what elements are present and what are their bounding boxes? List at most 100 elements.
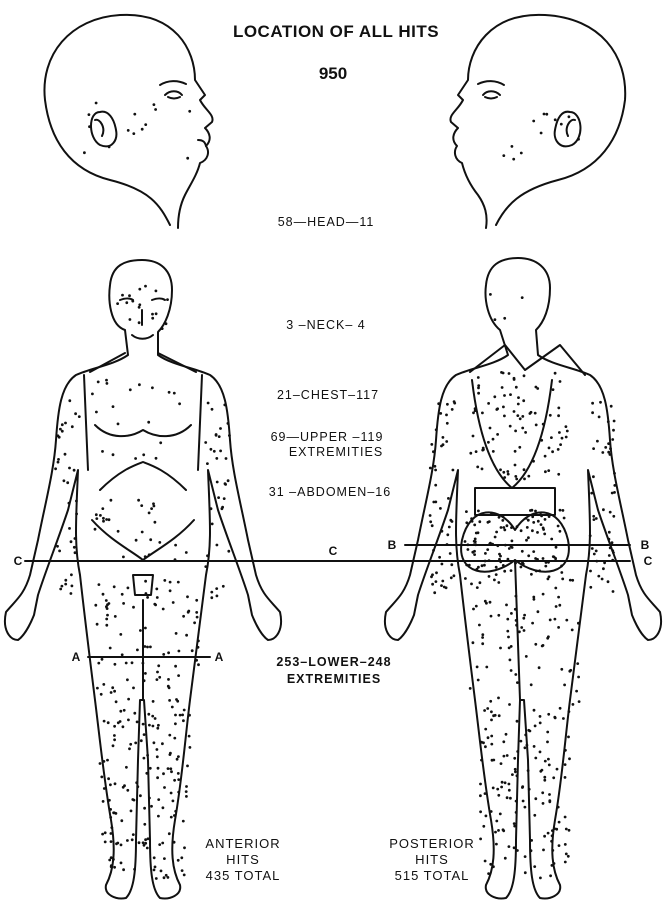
hit-dot — [148, 724, 151, 727]
hit-dot — [577, 676, 580, 679]
hit-dot — [168, 734, 171, 737]
hit-dot — [479, 794, 482, 797]
hit-dot — [522, 800, 525, 803]
hit-dot — [103, 787, 106, 790]
hit-dot — [497, 794, 500, 797]
hit-dot — [552, 776, 555, 779]
hit-dot — [514, 608, 517, 611]
hit-dot — [162, 653, 165, 656]
hit-dot — [123, 784, 126, 787]
hit-dot — [482, 447, 485, 450]
hit-dot — [177, 791, 180, 794]
hit-dot — [500, 526, 503, 529]
hit-dot — [519, 417, 522, 420]
hit-dot — [102, 800, 105, 803]
hit-dot — [610, 405, 613, 408]
hit-dot — [497, 829, 500, 832]
hit-dot — [601, 451, 604, 454]
hit-dot — [195, 611, 198, 614]
anterior-label-line3: 435 TOTAL — [205, 868, 280, 884]
hit-dot — [508, 703, 511, 706]
hit-dot — [119, 633, 122, 636]
hit-dot — [129, 388, 132, 391]
hit-dot — [57, 461, 60, 464]
hit-dot — [131, 838, 134, 841]
hit-dot — [497, 581, 500, 584]
hit-dot — [439, 507, 442, 510]
hit-dot — [173, 841, 176, 844]
hit-dot — [597, 575, 600, 578]
hit-dot — [526, 526, 529, 529]
hit-dot — [91, 393, 94, 396]
hit-dot — [553, 862, 556, 865]
hit-dot — [122, 725, 125, 728]
hit-dot — [527, 519, 530, 522]
hit-dot — [561, 578, 564, 581]
hit-dot — [535, 570, 538, 573]
hit-dot — [503, 529, 506, 532]
hit-dot — [130, 810, 133, 813]
hit-dot — [185, 790, 188, 793]
hit-dot — [176, 758, 179, 761]
hit-dot — [534, 725, 537, 728]
hit-dot — [468, 564, 471, 567]
hit-dot — [609, 511, 612, 514]
hit-dot — [211, 408, 214, 411]
hit-dot — [142, 662, 145, 665]
hit-dot — [603, 561, 606, 564]
hit-dot — [464, 540, 467, 543]
hit-dot — [510, 569, 513, 572]
hit-dot — [612, 590, 615, 593]
hit-dot — [576, 662, 579, 665]
hit-dot — [464, 577, 467, 580]
hit-dot — [157, 724, 160, 727]
hit-dot — [527, 475, 530, 478]
hit-dot — [511, 773, 514, 776]
hit-dot — [568, 710, 571, 713]
hit-dot — [429, 514, 432, 517]
hit-dot — [502, 154, 505, 157]
hit-dot — [119, 720, 122, 723]
hit-dot — [492, 450, 495, 453]
hit-dot — [613, 491, 616, 494]
hit-dot — [530, 839, 533, 842]
hit-dot — [430, 443, 433, 446]
hit-dot — [510, 612, 513, 615]
hit-dot — [475, 605, 478, 608]
hit-dot — [565, 436, 568, 439]
hit-dot — [557, 806, 560, 809]
hit-dot — [173, 779, 176, 782]
hit-dot — [523, 614, 526, 617]
hit-dot — [488, 542, 491, 545]
hit-dot — [156, 727, 159, 730]
hit-dot — [221, 507, 224, 510]
hit-dot — [536, 531, 539, 534]
hit-dot — [495, 566, 498, 569]
hit-dot — [571, 579, 574, 582]
hit-dot — [97, 381, 100, 384]
hit-dot — [152, 725, 155, 728]
hit-dot — [489, 700, 492, 703]
hit-dot — [178, 650, 181, 653]
hit-dot — [204, 441, 207, 444]
hit-dot — [509, 393, 512, 396]
hit-dot — [121, 593, 124, 596]
hit-dot — [484, 600, 487, 603]
hit-dot — [592, 515, 595, 518]
hit-dot — [559, 380, 562, 383]
hit-dot — [122, 868, 125, 871]
hit-dot — [448, 526, 451, 529]
hit-dot — [445, 440, 448, 443]
hit-dot — [607, 420, 610, 423]
hit-dot — [544, 455, 547, 458]
hit-dot — [524, 855, 527, 858]
hit-dot — [222, 585, 225, 588]
hit-dot — [523, 374, 526, 377]
hit-dot — [498, 516, 501, 519]
hit-dot — [121, 653, 124, 656]
hit-dot — [551, 849, 554, 852]
hit-dot — [215, 434, 218, 437]
hit-dot — [185, 795, 188, 798]
hit-dot — [111, 686, 114, 689]
hit-dot — [502, 526, 505, 529]
